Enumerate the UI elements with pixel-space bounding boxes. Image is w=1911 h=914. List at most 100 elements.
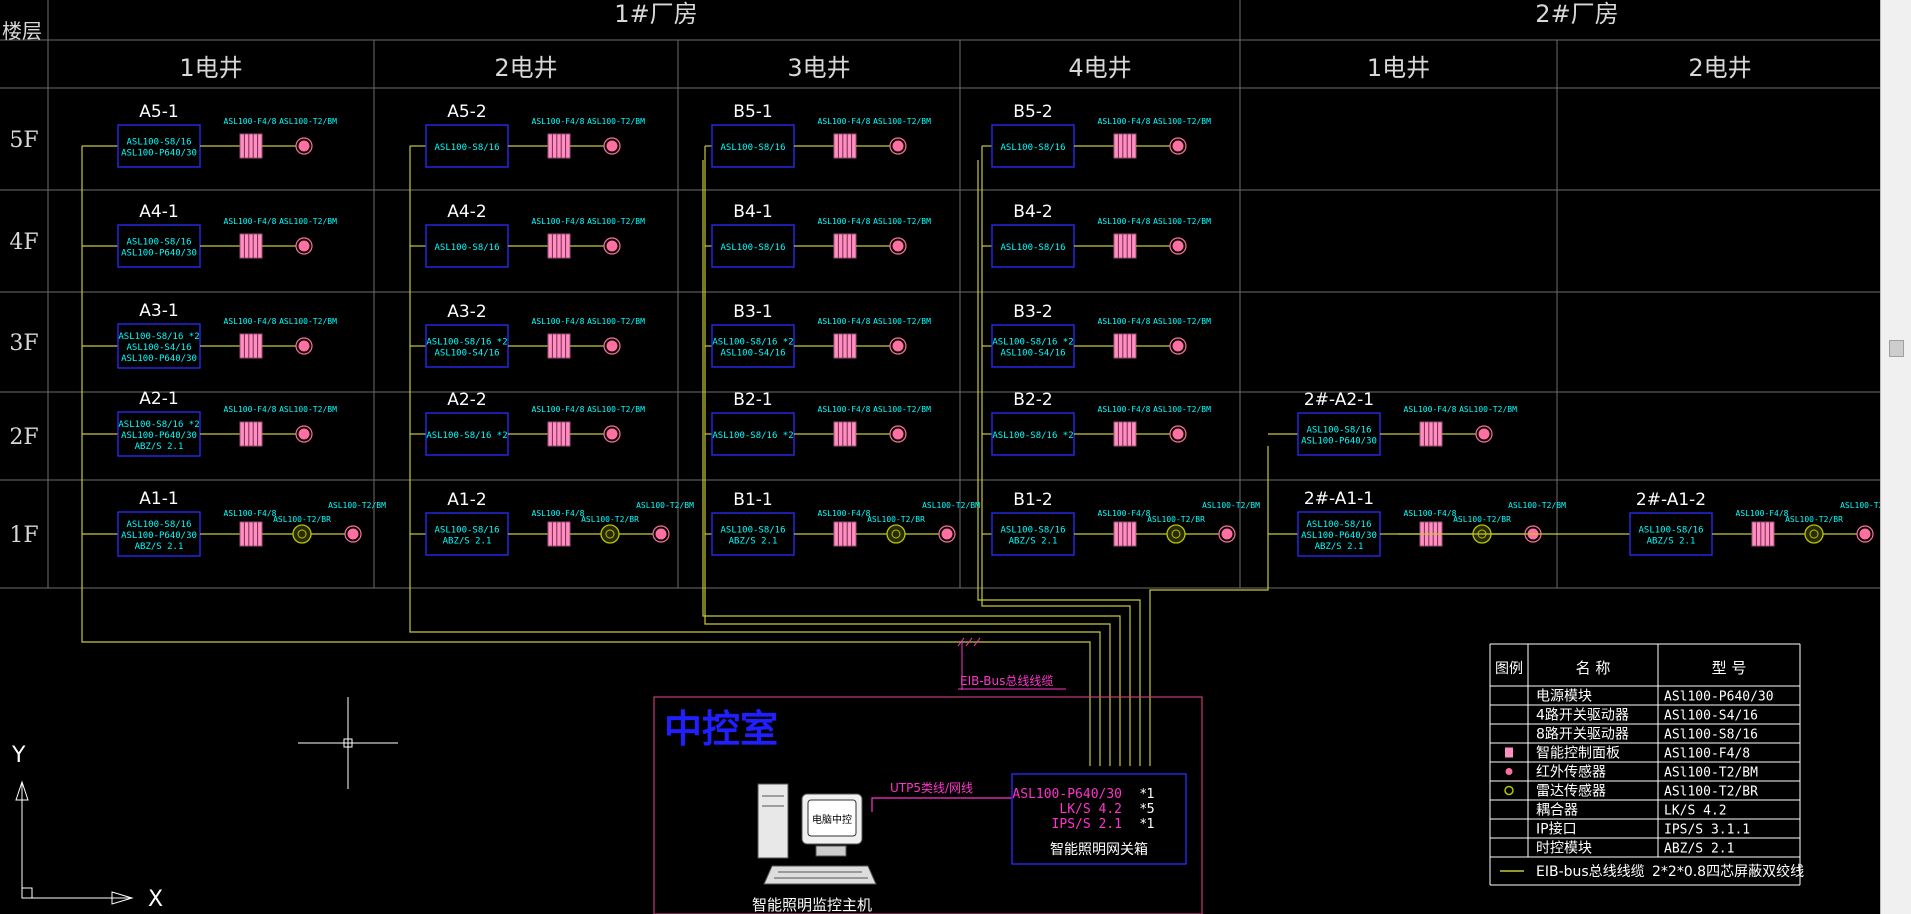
radar-sensor-core [605,529,615,539]
box-device-line: ASL100-S8/16 [1000,143,1065,153]
infrared-sensor-ring [938,525,956,543]
infrared-sensor-ring [295,137,313,155]
box-device-line: ASL100-S8/16 *2 [118,420,199,430]
legend-model: ASl100-F4/8 [1664,747,1750,762]
box-title: 2#-A1-1 [1304,489,1374,509]
sensor-label: ASL100-T2/BM [873,117,931,126]
radar-sensor-label: ASL100-T2/BR [581,515,639,524]
box-title: A2-1 [139,389,178,409]
shaft-header: 1电井 [1367,54,1430,82]
panel-label: ASL100-F4/8 [818,117,871,126]
host-caption: 智能照明监控主机 [752,896,872,914]
panel-label: ASL100-F4/8 [224,509,277,518]
infrared-sensor-icon [298,140,310,152]
floor-label: 5F [9,128,38,153]
control-panel-icon [547,133,571,159]
panel-label: ASL100-F4/8 [818,317,871,326]
panel-label: ASL100-F4/8 [532,317,585,326]
sensor-label: ASL100-T2/BM [279,117,337,126]
vertical-scrollbar[interactable] [1880,0,1911,914]
infrared-sensor-ring [1475,425,1493,443]
infrared-sensor-icon [1172,428,1184,440]
legend-name: 红外传感器 [1536,764,1606,781]
panel-label: ASL100-F4/8 [1098,405,1151,414]
control-panel-icon [547,421,571,447]
control-panel-icon [239,421,263,447]
legend-radar-icon [1504,785,1514,796]
gateway-qty: *1 [1140,787,1155,802]
gateway-caption: 智能照明网关箱 [1050,842,1148,858]
infrared-sensor-icon [1478,428,1490,440]
legend-header-name: 名 称 [1576,659,1611,677]
infrared-sensor-icon [1172,240,1184,252]
legend-name: 8路开关驱动器 [1536,727,1629,743]
box-device-line: ASL100-S8/16 [720,243,785,253]
shaft-header: 4电井 [1068,54,1131,82]
sensor-label: ASL100-T2/BM [1153,117,1211,126]
box-device-line: ASL100-S4/16 [720,349,785,359]
distribution-boxes: A5-1ASL100-S8/16ASL100-P640/30ASL100-F4/… [82,102,1898,557]
box-title: B1-1 [733,490,772,510]
monitor-screen-text: 电脑中控 [812,813,852,826]
box-title: A5-2 [447,102,486,122]
legend-header-model: 型 号 [1712,659,1747,677]
box-device-line: ASL100-P640/30 [121,249,197,259]
box-title: 2#-A2-1 [1304,390,1374,410]
floor-label: 1F [9,523,38,548]
box-device-line: ASL100-S4/16 [434,349,499,359]
building-1-label: 1#厂房 [614,0,697,28]
panel-label: ASL100-F4/8 [818,405,871,414]
distribution-box-a5-1: A5-1ASL100-S8/16ASL100-P640/30ASL100-F4/… [82,102,337,168]
panel-label: ASL100-F4/8 [818,509,871,518]
control-panel-icon [833,333,857,359]
box-device-line: ASL100-S8/16 *2 [992,431,1073,441]
infrared-sensor-ring [1169,425,1187,443]
panel-label: ASL100-F4/8 [224,217,277,226]
gateway-model: IPS/S 2.1 [1052,817,1122,832]
sensor-label: ASL100-T2/BM [636,501,694,510]
infrared-sensor-ring [1169,137,1187,155]
floor-shaft-grid [0,0,1884,589]
utp-cable [871,797,1012,812]
box-device-line: ASL100-P640/30 [121,354,197,364]
infrared-sensor-icon [606,340,618,352]
infrared-sensor-ring [889,137,907,155]
trunk-shaft-1 [81,146,1091,766]
scroll-thumb[interactable] [1889,340,1904,357]
building-2-label: 2#厂房 [1535,0,1618,28]
control-panel-icon [1113,421,1137,447]
control-panel-icon [239,133,263,159]
legend-model: ASl100-S8/16 [1664,728,1758,743]
legend-name: IP接口 [1536,821,1577,838]
box-title: A4-2 [447,202,486,222]
box-device-line: ASL100-S8/16 [1306,426,1371,436]
infrared-sensor-icon [606,428,618,440]
radar-sensor-core [1809,529,1819,539]
control-panel-icon [239,521,263,547]
panel-label: ASL100-F4/8 [532,405,585,414]
control-panel-icon [833,521,857,547]
radar-sensor-core [891,529,901,539]
infrared-sensor-ring [603,137,621,155]
infrared-sensor-ring [889,337,907,355]
box-device-line: ASL100-S8/16 [1306,520,1371,530]
panel-label: ASL100-F4/8 [1098,509,1151,518]
sensor-label: ASL100-T2/BM [279,317,337,326]
sensor-label: ASL100-T2/BM [587,405,645,414]
control-panel-icon [239,233,263,259]
legend-name: 电源模块 [1536,689,1592,705]
floor-column-label: 楼层 [2,19,42,43]
panel-label: ASL100-F4/8 [1098,317,1151,326]
legend-name: 4路开关驱动器 [1536,708,1629,724]
box-device-line: ASL100-P640/30 [1301,437,1377,447]
infrared-sensor-ring [603,337,621,355]
box-device-line: ABZ/S 2.1 [443,537,492,547]
infrared-sensor-ring [603,425,621,443]
